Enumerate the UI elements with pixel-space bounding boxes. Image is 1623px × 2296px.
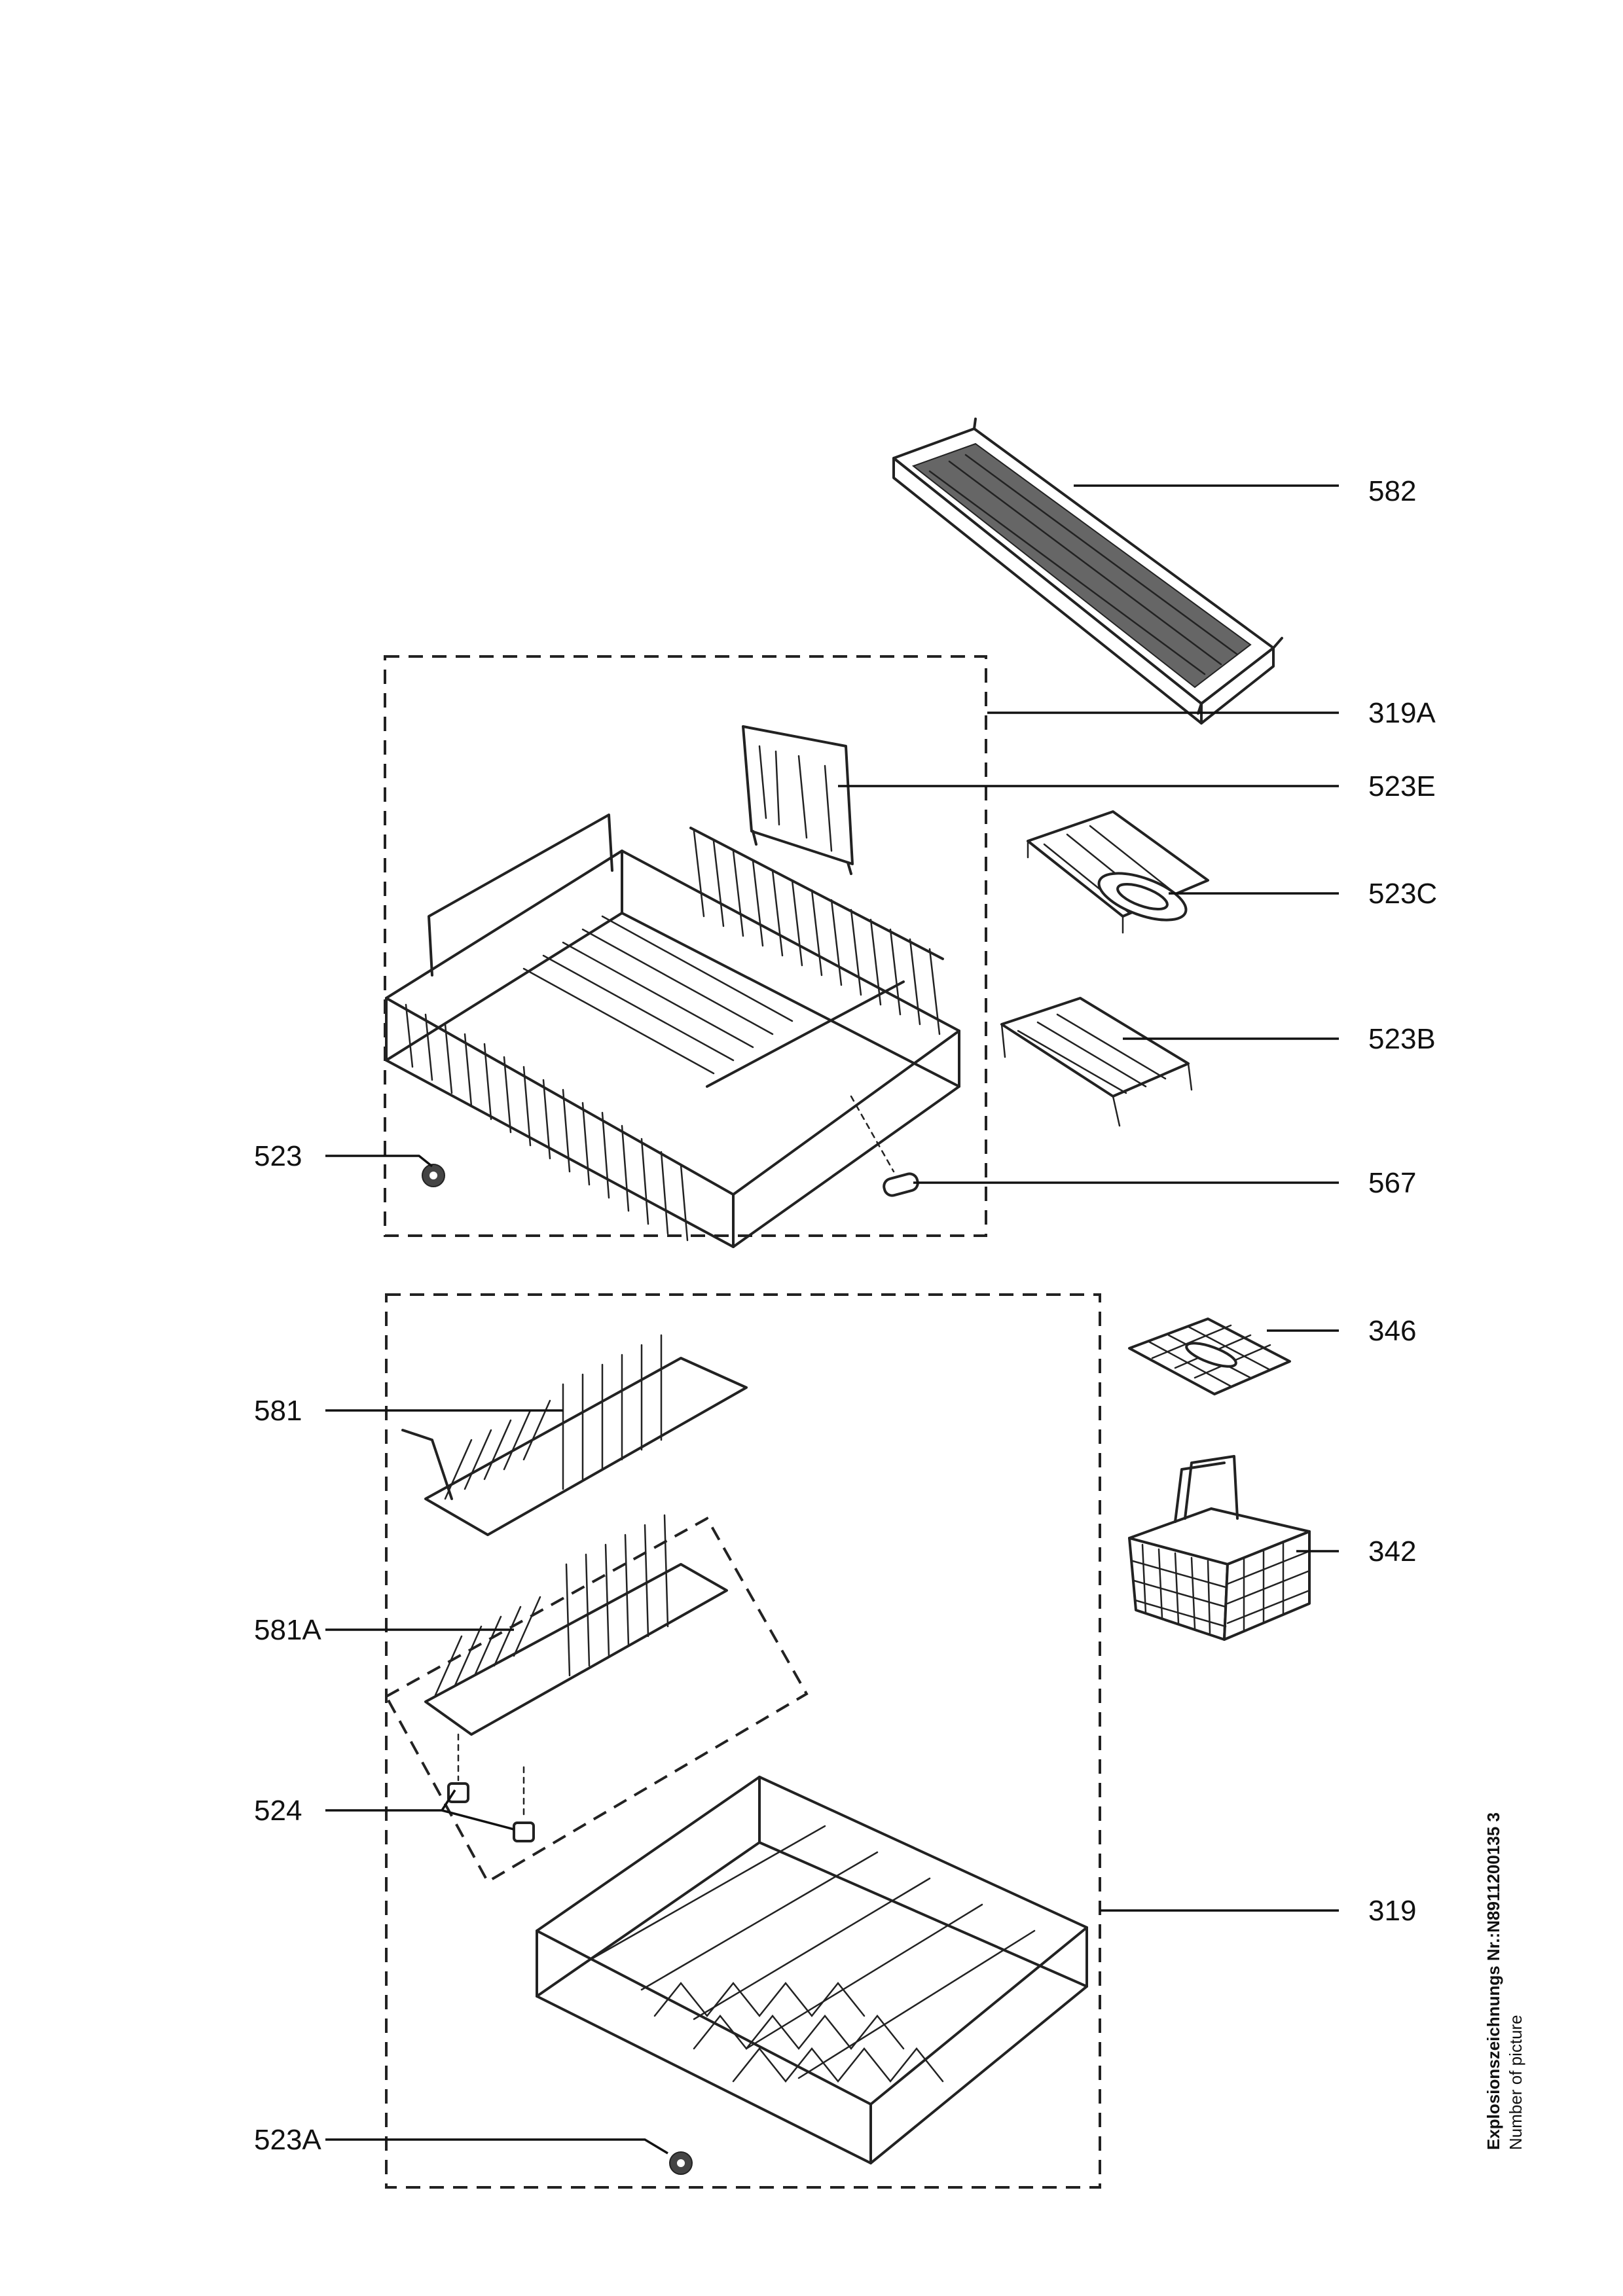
callout-319A: 319A: [1368, 697, 1436, 729]
flap-523E: [742, 725, 854, 875]
side-caption: Explosionszeichnungs Nr.:N8911200135 3 N…: [1484, 1812, 1525, 2150]
callout-523: 523: [254, 1140, 302, 1172]
callout-524: 524: [254, 1795, 302, 1827]
plate-rack-group-box: [384, 1516, 809, 1884]
callout-523E: 523E: [1368, 770, 1436, 802]
rack-346: [1128, 1318, 1291, 1395]
clip-567: [850, 1095, 919, 1197]
callout-523C: 523C: [1368, 878, 1437, 910]
cutlery-tray-582: [892, 418, 1283, 725]
holder-523B: [1000, 997, 1193, 1127]
callout-342: 342: [1368, 1535, 1416, 1568]
callout-346: 346: [1368, 1315, 1416, 1347]
lower-basket-group-box: [385, 1293, 1101, 2189]
clips-524: [447, 1733, 535, 1842]
plate-rack-581: [401, 1334, 748, 1536]
callout-523B: 523B: [1368, 1023, 1436, 1055]
leader-lines: [325, 484, 1339, 2155]
callout-582: 582: [1368, 475, 1416, 507]
wheel-523A: [669, 2151, 693, 2175]
callout-581A: 581A: [254, 1614, 321, 1646]
plate-rack-581A: [424, 1514, 728, 1736]
upper-basket-319A: [385, 814, 960, 1248]
caption-number-of-picture: Number of picture: [1506, 2015, 1525, 2150]
callout-319: 319: [1368, 1895, 1416, 1927]
callout-567: 567: [1368, 1167, 1416, 1199]
callout-523A: 523A: [254, 2124, 321, 2156]
callout-581: 581: [254, 1395, 302, 1427]
cutlery-basket-342: [1128, 1455, 1311, 1641]
holder-523C: [1027, 810, 1209, 934]
caption-drawing-number: Explosionszeichnungs Nr.:N8911200135 3: [1484, 1812, 1503, 2150]
lower-basket-319: [536, 1776, 1088, 2164]
wheel-523: [422, 1164, 445, 1187]
